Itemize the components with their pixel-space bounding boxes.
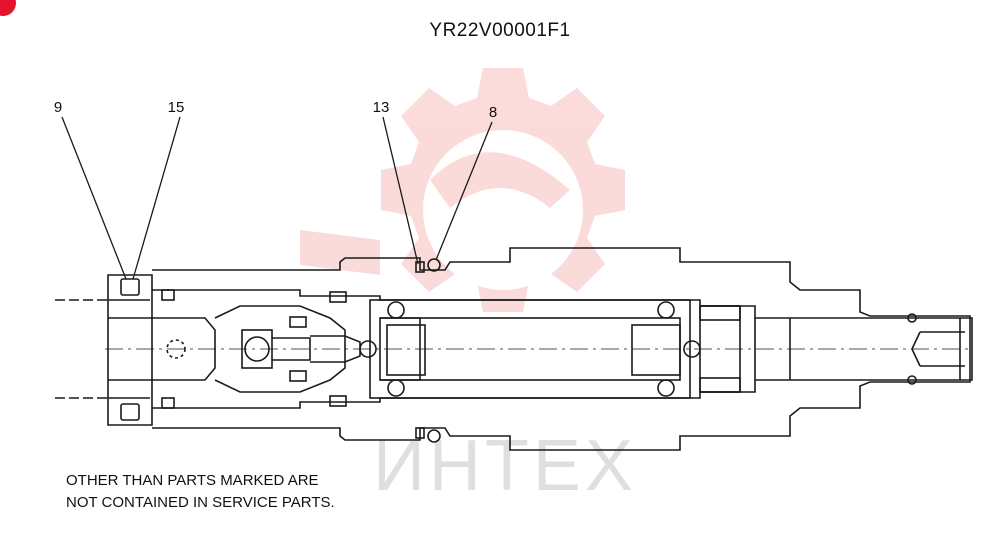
watermark-gear-icon (300, 68, 625, 312)
corner-badge (0, 0, 16, 16)
note-line-2: NOT CONTAINED IN SERVICE PARTS. (66, 494, 335, 511)
note-line-1: OTHER THAN PARTS MARKED ARE (66, 472, 319, 489)
valve-cross-section (55, 247, 973, 451)
watermark-text: ИНТЕХ (373, 426, 637, 506)
drawing-number: YR22V00001F1 (429, 20, 571, 41)
callout-13: 13 (373, 99, 390, 116)
callout-15: 15 (168, 99, 185, 116)
service-parts-note: OTHER THAN PARTS MARKED ARE NOT CONTAINE… (66, 470, 335, 514)
callout-leaders (61, 116, 493, 280)
callout-8: 8 (489, 104, 497, 121)
callout-9: 9 (54, 99, 62, 116)
